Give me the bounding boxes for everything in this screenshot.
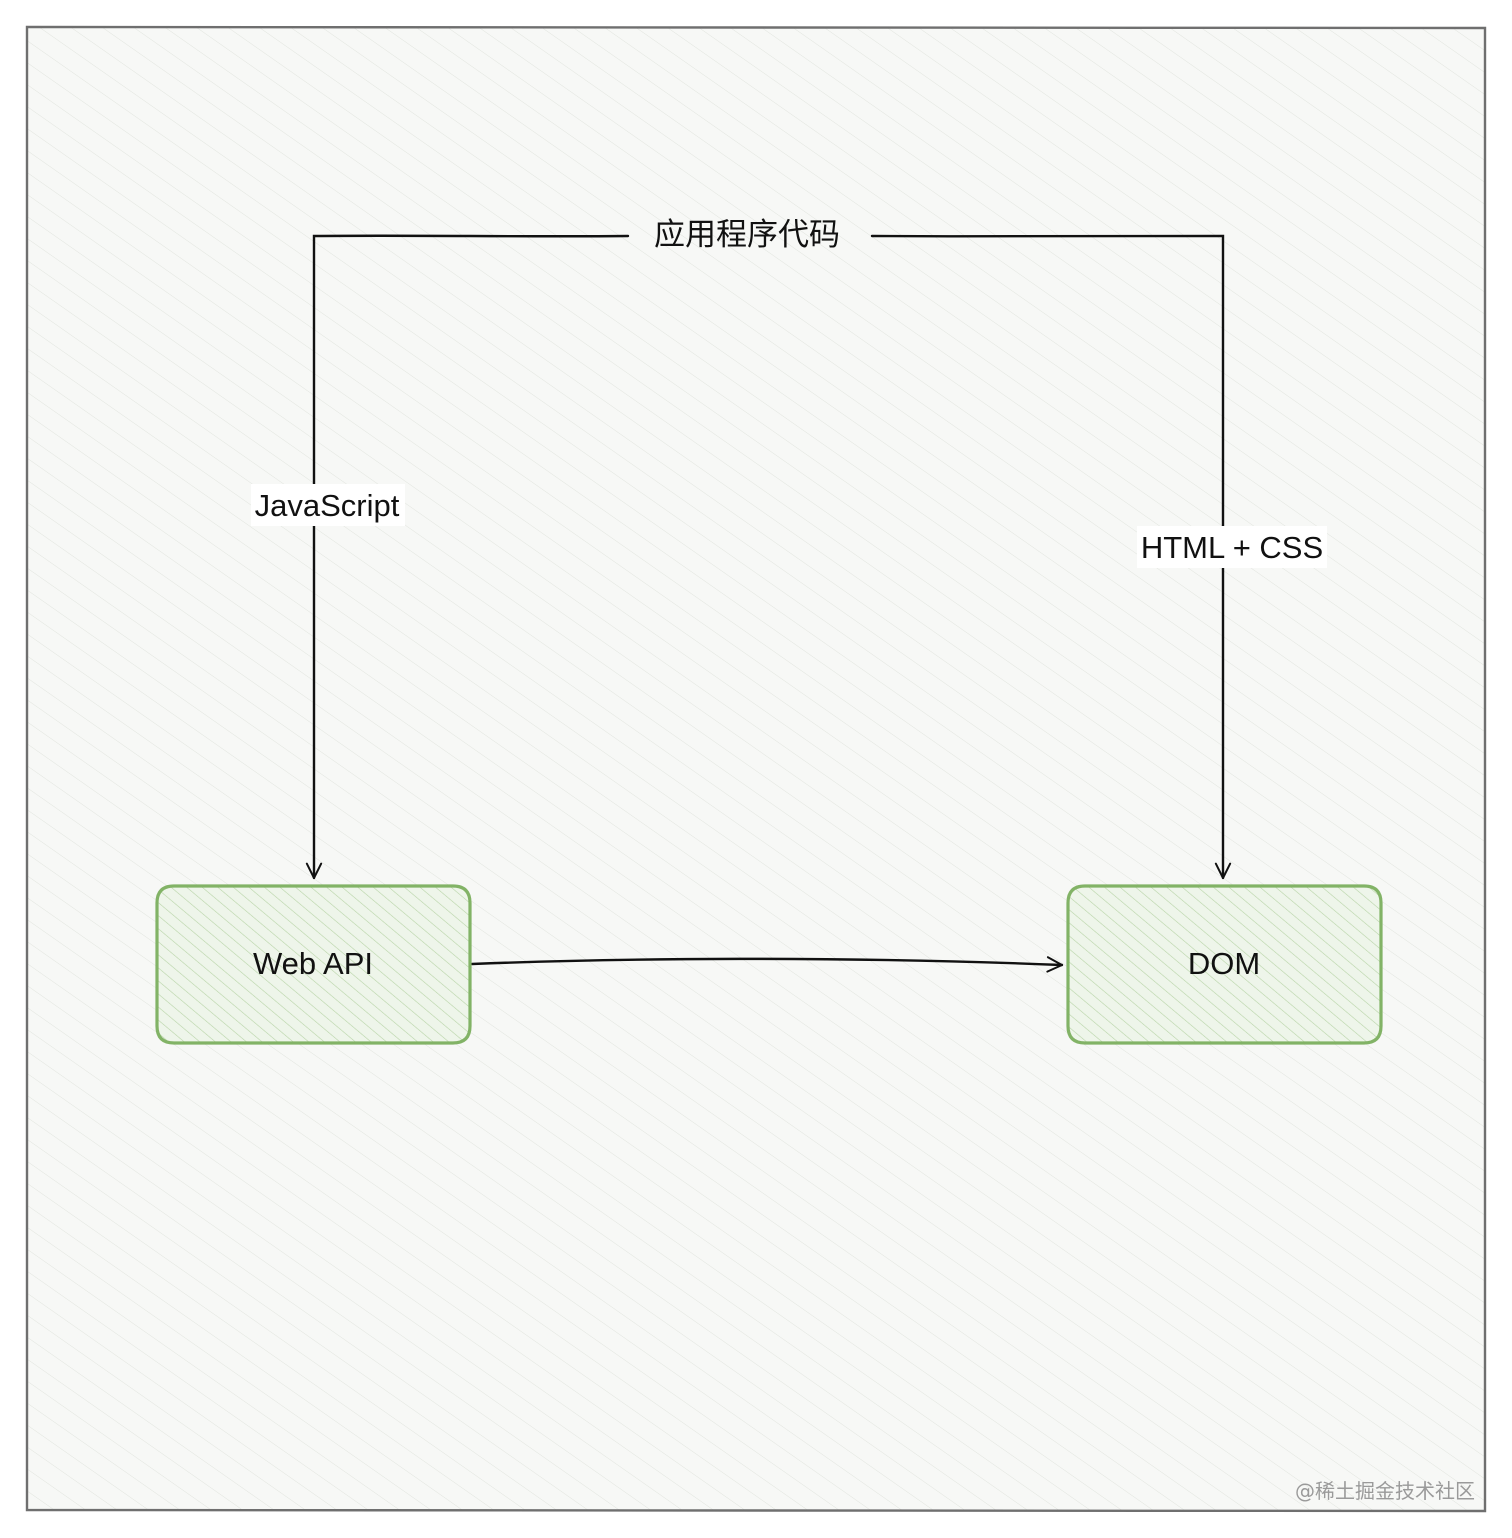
connector-webapi-dom [470, 956, 1064, 973]
web-api-node-hatch [157, 886, 470, 1043]
html-css-label-background [1137, 526, 1327, 568]
watermark-text: @稀土掘金技术社区 [1295, 1479, 1475, 1503]
canvas-hatch [27, 27, 1485, 1511]
dom-node: DOM [1066, 884, 1383, 1045]
javascript-label-background [251, 484, 405, 526]
canvas-border [25, 25, 1487, 1513]
connector-source-right [870, 234, 1232, 880]
dom-node-hatch [1068, 886, 1381, 1043]
html-css-edge-label: HTML + CSS [1141, 530, 1323, 565]
dom-node-label: DOM [1188, 946, 1260, 981]
dom-node-border [1066, 884, 1383, 1045]
source-node-label: 应用程序代码 [654, 217, 840, 252]
javascript-edge-label: JavaScript [255, 488, 400, 523]
web-api-node: Web API [155, 884, 472, 1045]
web-api-node-label: Web API [253, 946, 373, 981]
web-api-node-border [155, 884, 472, 1045]
connector-source-left [305, 234, 630, 880]
